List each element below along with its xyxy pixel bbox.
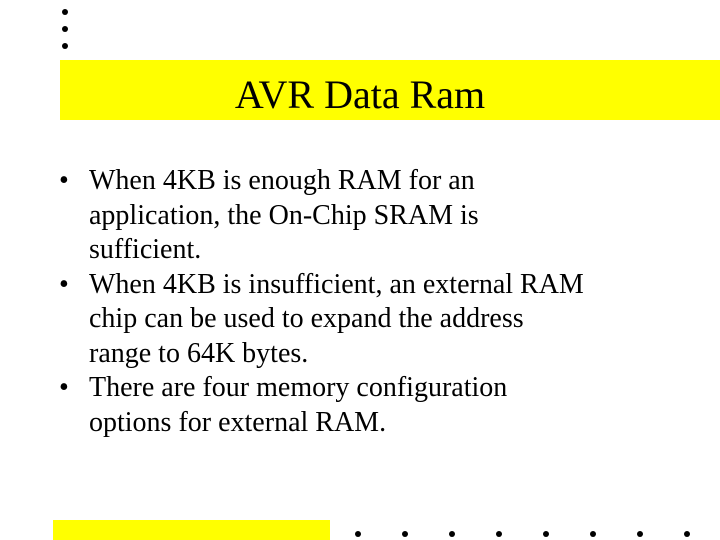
decor-dot	[62, 43, 68, 49]
bullet-symbol: •	[59, 165, 69, 196]
slide-title: AVR Data Ram	[234, 72, 486, 117]
decor-dot	[355, 531, 361, 537]
bullet-item: • When 4KB is enough RAM for an applicat…	[59, 164, 700, 268]
decor-dot	[684, 531, 690, 537]
bullet-item: • There are four memory configuration op…	[59, 371, 700, 440]
bullet-line: There are four memory configuration	[89, 372, 508, 403]
bullet-line: When 4KB is insufficient, an external RA…	[89, 268, 584, 300]
bullet-item: • When 4KB is insufficient, an external …	[59, 268, 700, 372]
title-highlight-band	[60, 60, 720, 120]
bullet-line: application, the On-Chip SRAM is	[89, 199, 479, 231]
bullet-symbol: •	[59, 268, 69, 300]
decor-dot	[637, 531, 643, 537]
footer-highlight-band	[53, 520, 330, 540]
decor-dot	[449, 531, 455, 537]
bullet-list: • When 4KB is enough RAM for an applicat…	[59, 164, 700, 440]
decor-dot	[590, 531, 596, 537]
decor-dot	[62, 9, 68, 15]
decor-dot	[543, 531, 549, 537]
vertical-dots-decoration	[60, 6, 70, 52]
decor-dot	[402, 531, 408, 537]
bullet-line: range to 64K bytes.	[89, 337, 309, 369]
horizontal-dots-decoration	[330, 525, 720, 540]
bullet-line: chip can be used to expand the address	[89, 303, 524, 334]
decor-dot	[62, 26, 68, 32]
bullet-line: options for external RAM.	[89, 406, 387, 438]
decor-dot	[496, 531, 502, 537]
bullet-line: sufficient.	[89, 234, 202, 265]
bullet-symbol: •	[59, 372, 69, 403]
bullet-line: When 4KB is enough RAM for an	[89, 165, 475, 196]
